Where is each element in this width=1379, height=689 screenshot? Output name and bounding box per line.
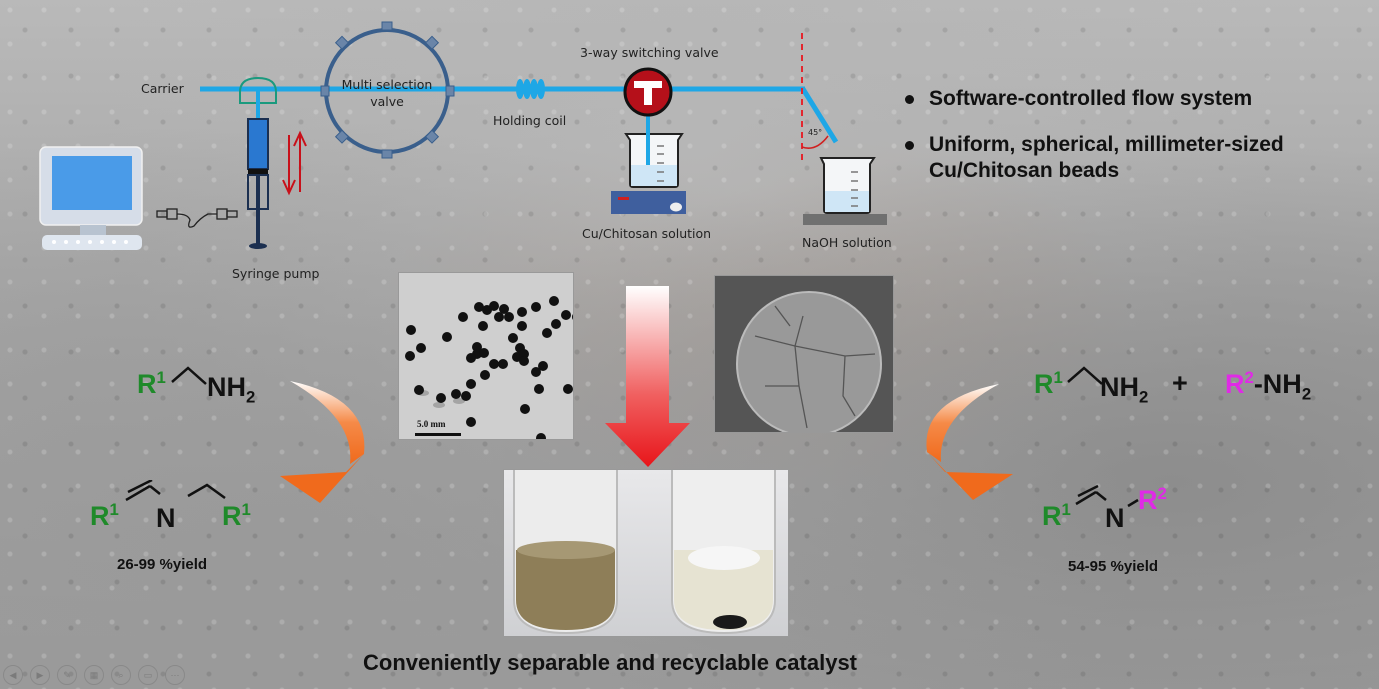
beads-photo: 5.0 mm <box>398 272 574 440</box>
bidirectional-arrow-icon <box>282 130 307 196</box>
feature-list: Software-controlled flow system Uniform,… <box>905 86 1284 204</box>
holding-coil-icon <box>516 79 545 99</box>
flow-system-diagram <box>39 21 887 250</box>
left-product-bonds <box>125 480 226 502</box>
cu-solution-label: Cu/Chitosan solution <box>582 226 712 241</box>
right-reactant2: R2-NH2 <box>1225 368 1312 404</box>
carrier-label: Carrier <box>141 81 184 96</box>
right-product-r2: R2 <box>1138 484 1167 515</box>
right-reactant1-bond <box>1067 366 1103 385</box>
left-product-r2: R1 <box>222 500 251 531</box>
right-product-bonds <box>1075 484 1139 508</box>
left-reactant-amine: NH2 <box>207 372 256 407</box>
sem-bead-surface <box>736 291 882 432</box>
scale-bar <box>415 433 461 436</box>
bead <box>405 296 573 439</box>
tubing-angled <box>800 87 839 144</box>
beaker-cu-chitosan-icon <box>624 130 684 188</box>
beads-scatter <box>405 296 573 439</box>
right-reactant1-r1: R1 <box>1034 368 1063 399</box>
zoom-icon[interactable]: ⌕ <box>111 665 131 685</box>
left-yield: 26-99 %yield <box>117 556 208 573</box>
switching-valve-label: 3-way switching valve <box>580 45 719 60</box>
red-down-arrow-icon <box>605 286 690 467</box>
vial-separated <box>671 470 776 635</box>
computer-icon <box>39 146 143 250</box>
left-product-r1: R1 <box>90 500 119 531</box>
valve-label-line1: Multi selection <box>341 77 433 92</box>
catalyst-beads-settled <box>713 615 747 629</box>
multi-selection-valve-icon <box>320 21 455 159</box>
caption: Conveniently separable and recyclable ca… <box>363 650 858 675</box>
right-yield: 54-95 %yield <box>1068 558 1159 575</box>
plus-sign: + <box>1172 368 1188 398</box>
valve-label-line2: valve <box>370 94 404 109</box>
orange-curved-arrow-left-icon <box>280 381 365 503</box>
right-reactant1-amine: NH2 <box>1100 372 1149 407</box>
more-icon[interactable]: ⋯ <box>165 665 185 685</box>
cable-icon <box>156 208 238 228</box>
previous-icon[interactable]: ◀ <box>3 665 23 685</box>
left-reactant-bond <box>171 366 207 385</box>
pump-head <box>239 76 277 104</box>
pen-icon[interactable]: ✎ <box>57 665 77 685</box>
beaker-naoh-icon <box>803 157 887 225</box>
syringe-pump-label: Syringe pump <box>232 266 320 281</box>
bullet-beads: Uniform, spherical, millimeter-sized Cu/… <box>905 132 1284 184</box>
vial-dispersed <box>513 470 618 635</box>
left-reactant-r1: R1 <box>137 368 166 399</box>
orange-curved-arrow-right-icon <box>926 384 1013 500</box>
next-icon[interactable]: ▶ <box>30 665 50 685</box>
slides-grid-icon[interactable]: ▦ <box>84 665 104 685</box>
angle-arc <box>801 135 829 149</box>
subtitles-icon[interactable]: ▭ <box>138 665 158 685</box>
bullet-flow-system: Software-controlled flow system <box>905 86 1284 112</box>
vials-photo <box>503 469 789 637</box>
magnetic-stirrer-icon <box>611 191 686 214</box>
scale-bar-label: 5.0 mm <box>417 419 446 429</box>
right-product-r1: R1 <box>1042 500 1071 531</box>
naoh-solution-label: NaOH solution <box>802 235 892 250</box>
right-product-n: N <box>1105 503 1125 533</box>
holding-coil-label: Holding coil <box>493 113 567 128</box>
syringe-pump-icon <box>247 118 269 249</box>
sem-bead-image <box>714 275 894 433</box>
angle-label: 45° <box>808 128 823 137</box>
left-product-n: N <box>156 503 176 533</box>
